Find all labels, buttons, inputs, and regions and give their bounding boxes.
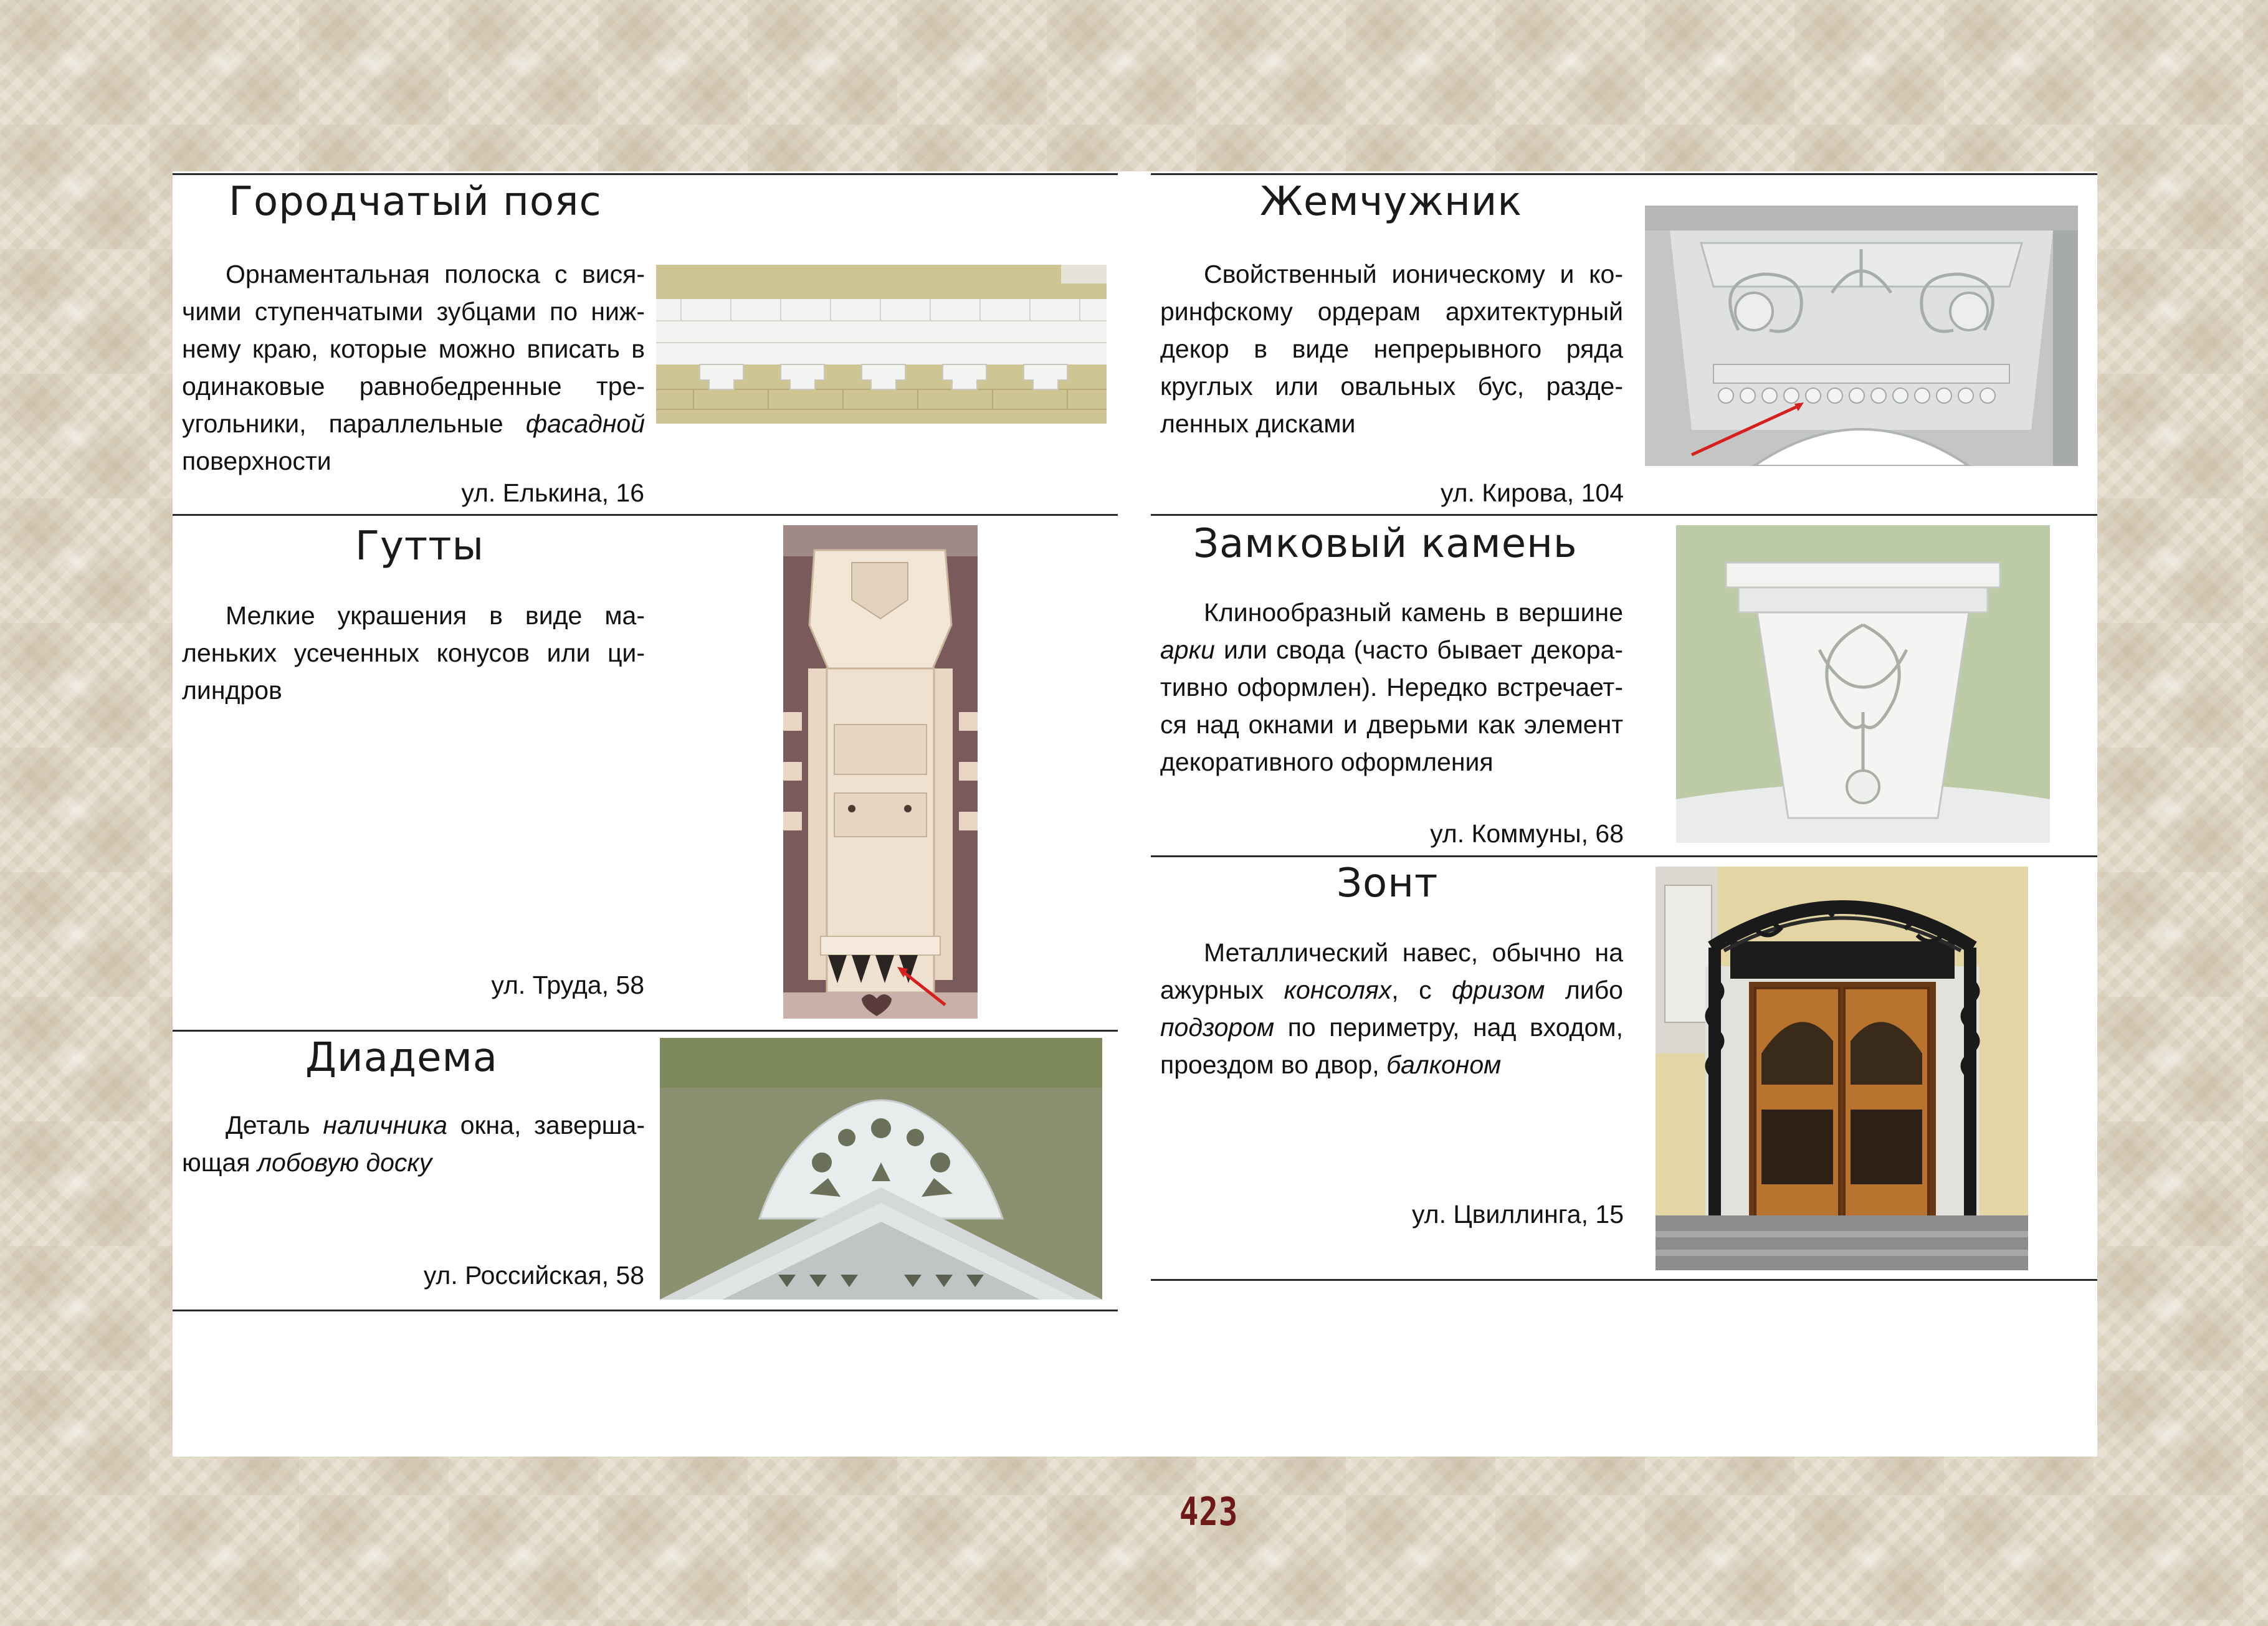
entry-title: Городчатый пояс [229,179,602,225]
entry-title: Гутты [355,523,484,569]
photo-zamkovy-keystone [1676,525,2050,843]
entry-title: Жемчужник [1260,179,1523,225]
photo-gutty-bracket [783,525,978,1019]
photo-zhemchuzhnik-capital [1645,206,2078,466]
entry-title: Замковый камень [1193,521,1578,567]
rule-top-left [173,173,1118,175]
entry-description: Орнаментальная полоска с вися­чими ступе… [182,260,645,475]
rule [1151,1279,2097,1281]
right-column: Жемчужник Свойственный ионическому и ко­… [1151,171,2097,1457]
entry-address: ул. Елькина, 16 [461,478,644,507]
entry-zhemchuzhnik: Жемчужник Свойственный ионическому и ко­… [1151,171,2097,514]
rule [1151,514,2097,516]
photo-diadema [660,1038,1102,1300]
rule [173,514,1118,516]
left-column: Городчатый пояс Орнаментальная полоска с… [173,171,1118,1457]
entry-address: ул. Коммуны, 68 [1430,819,1624,848]
photo-zont-canopy [1656,867,2028,1270]
entry-gutty: Гутты Мелкие украшения в виде ма­леньких… [173,516,1118,1030]
entry-zont: Зонт Металлический навес, обычно на ажур… [1151,857,2097,1275]
rule [1151,855,2097,857]
entry-description: Мелкие украшения в виде ма­леньких усече… [182,601,645,705]
entry-gorodchaty: Городчатый пояс Орнаментальная полоска с… [173,171,1118,514]
entry-title: Диадема [305,1035,498,1081]
entry-address: ул. Цвиллинга, 15 [1412,1200,1624,1229]
photo-gorodchaty-belt [656,265,1107,424]
entry-description: Металлический навес, обычно на ажурных к… [1160,938,1623,1079]
rule [173,1310,1118,1311]
entry-description: Свойственный ионическому и ко­ринфскому … [1160,260,1623,438]
entry-address: ул. Кирова, 104 [1440,478,1624,507]
entry-diadema: Диадема Деталь наличника окна, заверша­ю… [173,1032,1118,1311]
rule-top-right [1151,173,2097,175]
entry-address: ул. Труда, 58 [491,971,644,999]
entry-zamkovy: Замковый камень Клинообразный камень в в… [1151,516,2097,855]
entry-title: Зонт [1336,860,1439,906]
entry-description: Деталь наличника окна, заверша­ющая лобо… [182,1111,645,1177]
page-number: 423 [1179,1489,1239,1534]
rule [173,1030,1118,1032]
entry-address: ул. Российская, 58 [423,1261,644,1290]
content-sheet: Городчатый пояс Орнаментальная полоска с… [173,171,2097,1457]
entry-description: Клинообразный камень в вершине арки или … [1160,598,1623,776]
